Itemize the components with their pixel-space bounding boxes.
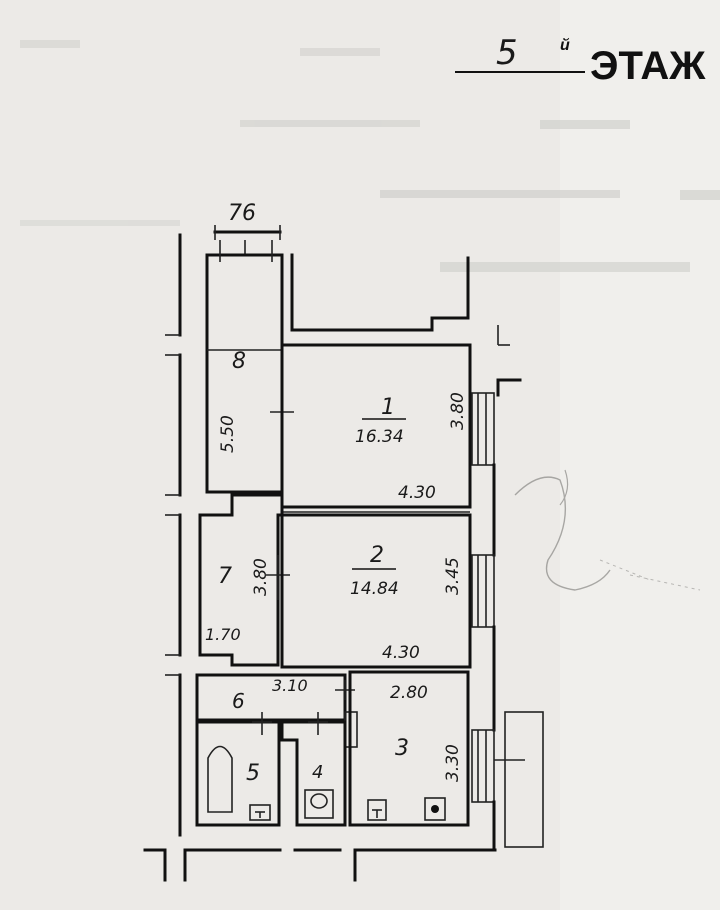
room-8-length: 5.50 [218,415,238,453]
corridor-width-label: 76 [228,201,256,226]
floor-word: ЭТАЖ [590,44,706,88]
room-3-width: 2.80 [390,683,428,703]
room-1-depth: 3.80 [448,392,468,430]
room-7-number: 7 [218,564,232,589]
room-7 [198,493,290,667]
room-3-depth: 3.30 [443,744,463,782]
corridor-walls [213,225,510,346]
room-8-number: 8 [232,349,246,374]
left-exterior-wall [165,233,182,837]
room-6-length: 3.10 [272,676,308,695]
room-2-area: 14.84 [350,579,399,599]
floor-number: 5 [496,33,518,73]
floor-number-suffix: й [560,37,570,54]
room-1 [280,343,472,513]
window-room-2 [471,554,496,732]
bleed-through-marks [20,40,720,272]
room-7-width: 1.70 [205,625,241,644]
kitchen-sink-icon [367,799,387,821]
room-2-width: 4.30 [382,643,420,663]
room-2-depth: 3.45 [443,557,463,595]
room-5-number: 5 [246,761,260,786]
bathtub-icon [207,745,233,813]
washbasin-icon [249,804,271,821]
room-3 [348,670,470,827]
paper-light-edge [560,0,720,910]
room-2 [280,513,472,669]
room-5 [195,712,281,827]
window-room-1 [471,378,522,557]
window-room-3 [471,711,544,852]
room-1-number: 1 [381,395,395,420]
toilet-icon [304,789,334,819]
room-7-depth: 3.80 [251,558,271,596]
room-6-number: 6 [232,689,245,713]
room-labels: 76 8 5.50 1 16.34 3.80 4.30 7 3.80 1.70 … [205,201,468,786]
room-1-width: 4.30 [398,483,436,503]
bottom-exterior-wall [143,848,497,882]
floor-header: 5 й ЭТАЖ [455,33,706,88]
stove-icon [424,797,446,821]
room-4-number: 4 [312,762,323,783]
room-2-number: 2 [370,543,384,568]
room-3-number: 3 [395,736,409,761]
room-4 [280,712,347,827]
room-1-area: 16.34 [355,427,404,447]
pencil-scribble [514,469,701,591]
